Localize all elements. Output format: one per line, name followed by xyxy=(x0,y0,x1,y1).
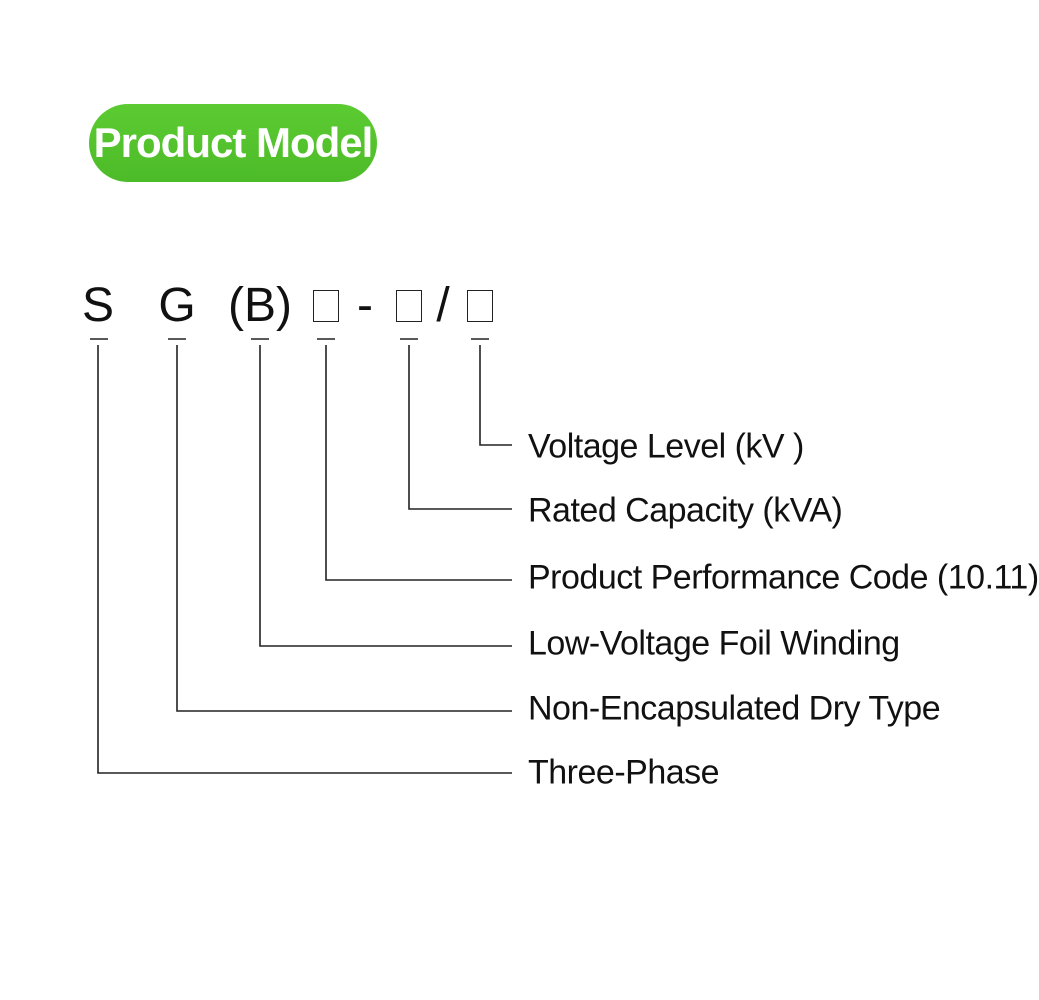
label-rated-capacity: Rated Capacity (kVA) xyxy=(528,491,843,530)
leader-lines xyxy=(90,338,512,774)
code-letter-g: G xyxy=(158,279,196,332)
code-letter-s: S xyxy=(81,279,115,332)
leader-dry-type xyxy=(176,345,512,712)
leader-foil-winding xyxy=(259,345,512,647)
voltage-placeholder-box xyxy=(467,290,493,322)
product-model-badge: Product Model xyxy=(89,104,377,182)
leader-three-phase xyxy=(97,345,512,774)
capacity-placeholder-box xyxy=(396,290,422,322)
label-dry-type: Non-Encapsulated Dry Type xyxy=(528,689,941,728)
code-dash: - xyxy=(357,279,373,332)
leader-voltage-level xyxy=(479,345,512,446)
label-voltage-level: Voltage Level (kV ) xyxy=(528,427,804,466)
code-slash: / xyxy=(436,279,450,332)
label-foil-winding: Low-Voltage Foil Winding xyxy=(528,624,900,663)
code-letter-b: (B) xyxy=(228,279,292,332)
leader-performance-code xyxy=(325,345,512,581)
leader-rated-capacity xyxy=(408,345,512,510)
label-performance-code: Product Performance Code (10.11) xyxy=(528,558,1039,597)
label-three-phase: Three-Phase xyxy=(528,753,720,792)
performance-code-placeholder-box xyxy=(313,290,339,322)
